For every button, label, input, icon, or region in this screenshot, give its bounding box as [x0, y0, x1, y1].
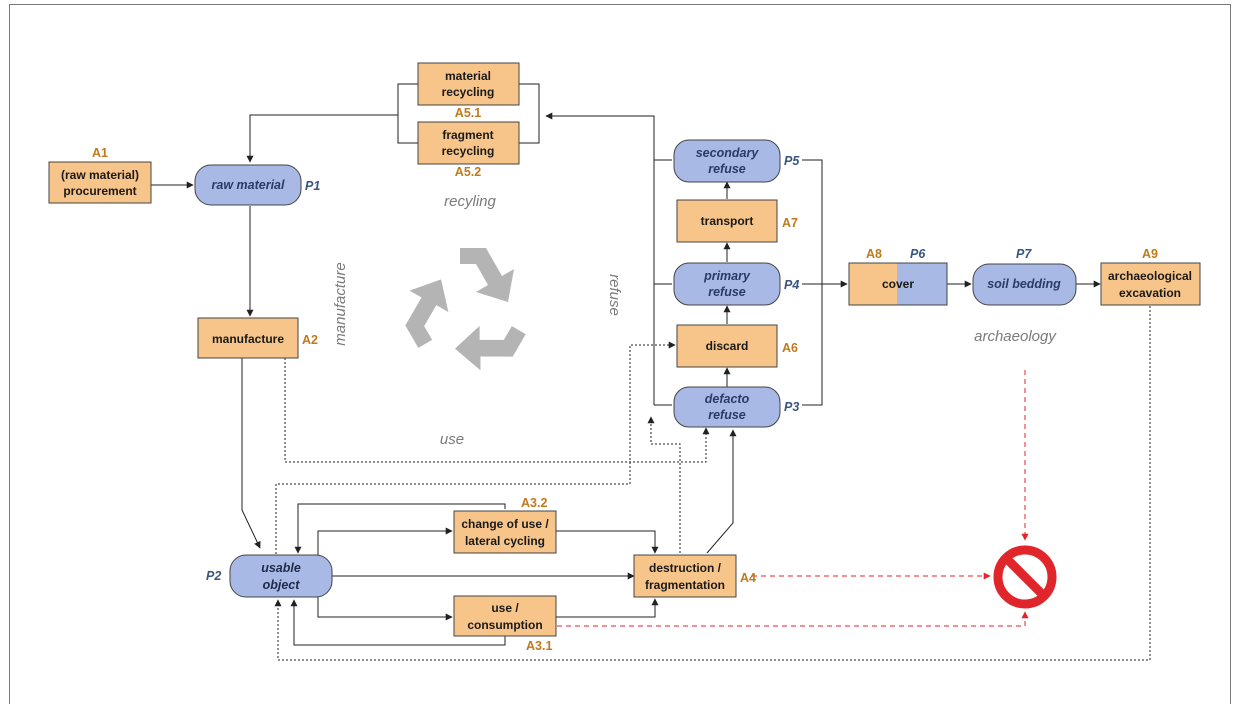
- product-p7-line1: soil bedding: [987, 277, 1061, 291]
- activity-a6-code: A6: [782, 341, 798, 355]
- activity-a1-code: A1: [92, 146, 108, 160]
- activity-a31: use / consumption A3.1: [453, 595, 557, 653]
- activity-a32-code: A3.2: [521, 496, 547, 510]
- activity-a4-code: A4: [740, 571, 756, 585]
- product-p1-line1: raw material: [212, 178, 285, 192]
- product-p1: raw material P1: [194, 164, 320, 206]
- activity-a7-code: A7: [782, 216, 798, 230]
- phase-archaeology-label: archaeology: [974, 328, 1057, 345]
- product-p4-line2: refuse: [708, 285, 746, 299]
- product-p5-line2: refuse: [708, 162, 746, 176]
- activity-a1-line2: procurement: [63, 184, 136, 198]
- loss-connectors: [557, 370, 1029, 627]
- activity-a9-code: A9: [1142, 247, 1158, 261]
- activity-a9: A9 archaeological excavation: [1100, 247, 1201, 306]
- activity-a32: A3.2 change of use / lateral cycling: [453, 496, 557, 554]
- phase-recycling-label: recyling: [444, 193, 496, 210]
- activity-a1-line1: (raw material): [61, 168, 139, 182]
- product-p1-code: P1: [305, 179, 320, 193]
- activity-a52: fragment recycling A5.2: [417, 121, 520, 179]
- product-p3-line2: refuse: [708, 408, 746, 422]
- product-p7-code: P7: [1016, 247, 1032, 261]
- activity-a4-line1: destruction /: [649, 561, 722, 575]
- product-p4-code: P4: [784, 278, 799, 292]
- product-p2-line2: object: [263, 578, 301, 592]
- product-p5-line1: secondary: [696, 146, 760, 160]
- product-p7: P7 soil bedding: [972, 247, 1077, 306]
- activity-a52-line2: recycling: [442, 144, 495, 158]
- activity-a51-code: A5.1: [455, 106, 481, 120]
- activity-a2-line1: manufacture: [212, 332, 284, 346]
- product-p4-line1: primary: [703, 269, 751, 283]
- recycle-icon: [405, 248, 526, 371]
- product-p3: defacto refuse P3: [673, 386, 799, 428]
- product-p6-code: P6: [910, 247, 926, 261]
- activity-a9-line2: excavation: [1119, 286, 1181, 300]
- activity-a8-code: A8: [866, 247, 882, 261]
- activity-a8: A8 P6 cover: [848, 247, 948, 306]
- activity-a1: A1 (raw material) procurement: [48, 146, 152, 204]
- product-p2-line1: usable: [261, 561, 301, 575]
- activity-a31-line1: use /: [491, 601, 519, 615]
- phase-manufacture-label: manufacture: [332, 262, 349, 345]
- product-p2: usable object P2: [206, 554, 333, 598]
- activity-a32-line2: lateral cycling: [465, 534, 545, 548]
- activity-a32-line1: change of use /: [461, 517, 549, 531]
- activity-a51: material recycling A5.1: [417, 62, 520, 120]
- phase-refuse-label: refuse: [606, 274, 623, 316]
- activity-a52-line1: fragment: [442, 128, 493, 142]
- product-p5: secondary refuse P5: [673, 139, 800, 183]
- activity-a51-line2: recycling: [442, 85, 495, 99]
- product-p4: primary refuse P4: [673, 262, 799, 306]
- activity-a7: transport A7: [676, 199, 798, 243]
- activity-a2-code: A2: [302, 333, 318, 347]
- figure-frame: [9, 4, 1231, 704]
- activity-a6: discard A6: [676, 324, 798, 368]
- activity-a4: destruction / fragmentation A4: [633, 554, 756, 598]
- activity-a31-line2: consumption: [467, 618, 542, 632]
- activity-a51-line1: material: [445, 69, 491, 83]
- activity-a31-code: A3.1: [526, 639, 552, 653]
- product-p5-code: P5: [784, 154, 800, 168]
- product-p3-code: P3: [784, 400, 799, 414]
- phase-use-label: use: [440, 431, 464, 448]
- connectors: [151, 83, 1101, 646]
- product-p2-code: P2: [206, 569, 221, 583]
- prohibited-icon: [993, 545, 1057, 609]
- product-p3-line1: defacto: [705, 392, 750, 406]
- dotted-connectors: [274, 306, 1151, 661]
- activity-a8-line1: cover: [882, 277, 914, 291]
- activity-a6-line1: discard: [706, 339, 749, 353]
- activity-a52-code: A5.2: [455, 165, 481, 179]
- activity-a4-line2: fragmentation: [645, 578, 725, 592]
- activity-a9-line1: archaeological: [1108, 269, 1192, 283]
- activity-a2: manufacture A2: [197, 317, 318, 359]
- activity-a7-line1: transport: [701, 214, 754, 228]
